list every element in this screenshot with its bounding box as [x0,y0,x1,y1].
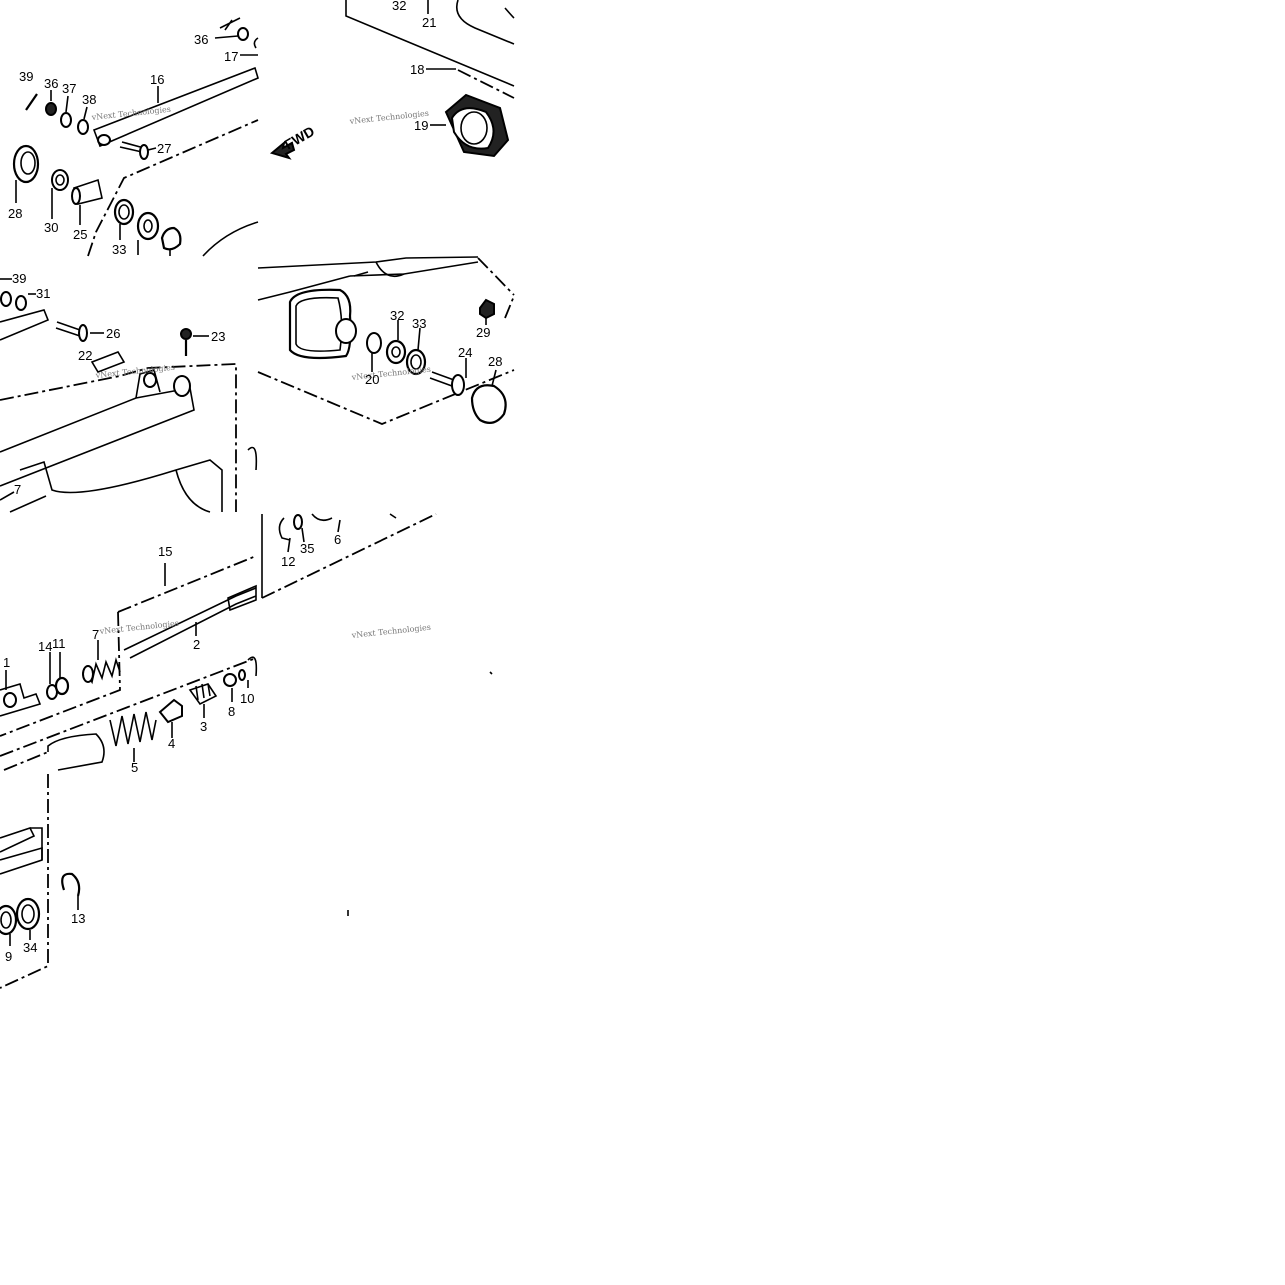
watermark-text: vNext Technologies [98,619,179,636]
callout-31: 31 [36,286,50,301]
callout-3: 3 [200,719,207,734]
callout-34: 34 [23,940,37,955]
tile-swingarm-body [0,278,258,513]
callout-24: 24 [458,345,472,360]
callout-33: 33 [412,316,426,331]
callout-19: 19 [414,118,428,133]
callout-1: 1 [3,655,10,670]
callout-7: 7 [92,627,99,642]
tile-swingarm-left [12,17,259,257]
callout-28: 28 [8,206,22,221]
callout-28: 28 [488,354,502,369]
callout-4: 4 [168,736,175,751]
callout-36: 36 [44,76,58,91]
watermark-text: vNext Technologies [350,365,431,382]
callout-39: 39 [12,271,26,286]
callout-17: 17 [224,49,238,64]
callout-8: 8 [228,704,235,719]
callout-15: 15 [158,544,172,559]
callout-32: 32 [392,0,406,13]
callout-38: 38 [82,92,96,107]
callout-25: 25 [73,227,87,242]
callout-23: 23 [211,329,225,344]
callout-35: 35 [300,541,314,556]
callout-21: 21 [422,15,436,30]
callout-30: 30 [44,220,58,235]
callout-9: 9 [5,949,12,964]
callout-13: 13 [71,911,85,926]
callout-5: 5 [131,760,138,775]
tile-center-fragment [261,513,493,675]
callout-16: 16 [150,72,164,87]
watermark-text: vNext Technologies [350,623,431,640]
callout-32: 32 [390,308,404,323]
callout-2: 2 [193,637,200,652]
callout-39: 39 [19,69,33,84]
watermark-text: vNext Technologies [90,105,171,122]
callout-36: 36 [194,32,208,47]
callout-37: 37 [62,81,76,96]
callout-12: 12 [281,554,295,569]
callout-29: 29 [476,325,490,340]
callout-18: 18 [410,62,424,77]
callout-20: 20 [365,372,379,387]
tile-driveshaft [0,555,258,771]
callout-26: 26 [106,326,120,341]
callout-6: 6 [334,532,341,547]
callout-33: 33 [112,242,126,257]
tile-final-drive [257,256,515,425]
callout-11: 11 [52,636,66,651]
callout-22: 22 [78,348,92,363]
fwd-label: FWD [282,123,318,153]
tile-output-shaft [0,774,349,989]
callout-7: 7 [14,482,21,497]
callout-10: 10 [240,691,254,706]
tile-swingarm-right-top [269,0,515,160]
watermark-text: vNext Technologies [94,363,175,380]
callout-27: 27 [157,141,171,156]
callout-14: 14 [38,639,52,654]
callouts: 32 21 36 17 39 36 37 38 16 18 19 27 28 3… [3,0,502,964]
